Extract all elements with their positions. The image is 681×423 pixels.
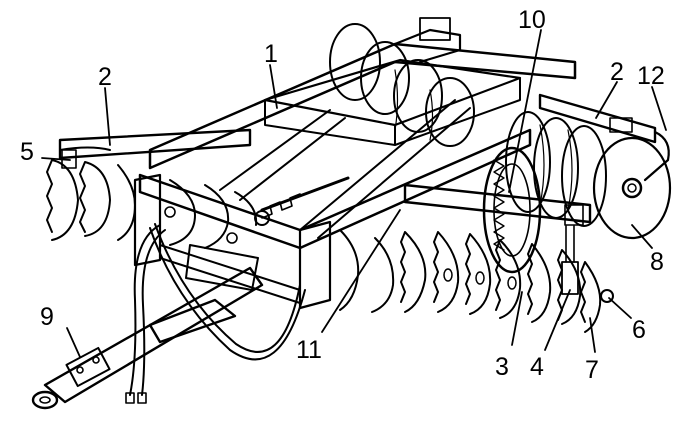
frame-lower-bar [159, 244, 301, 304]
hydraulic-hose [129, 224, 161, 396]
callout-5: 5 [20, 138, 34, 166]
spool-nut [600, 289, 614, 303]
leader-line-7 [589, 317, 596, 353]
left-disc-gang [46, 128, 258, 249]
left-gang-beam [58, 128, 252, 160]
hydraulic-hose [141, 229, 166, 396]
cylinder-body [260, 176, 350, 212]
bearing-hanger [565, 225, 575, 263]
frame-inner-sides [264, 77, 521, 146]
front-beam-bracket [564, 204, 584, 226]
disc-hub [475, 271, 485, 285]
hitch-eye-hole [39, 396, 51, 404]
leader-line-1 [269, 64, 278, 109]
front-disc [465, 233, 492, 315]
leader-line-11 [321, 209, 401, 333]
rear-disc [393, 59, 443, 133]
front-disc [433, 231, 460, 313]
rear-disc-gang [329, 23, 475, 147]
hitch-eye [31, 390, 59, 410]
hydraulic-cylinder [254, 176, 350, 226]
frame-upright [133, 173, 162, 267]
front-disc [371, 237, 395, 313]
gang-disc [561, 125, 607, 227]
drawbar-brace [148, 298, 237, 344]
hydraulic-hose [154, 223, 301, 353]
disc-shading [539, 124, 573, 211]
leader-line-6 [608, 297, 632, 319]
leader-line-8 [631, 224, 653, 249]
leader-line-12 [651, 86, 667, 131]
leader-line-3 [511, 291, 523, 346]
front-disc [495, 239, 522, 319]
rear-disc [360, 41, 410, 115]
front-disc [527, 243, 552, 323]
callout-2-left: 2 [98, 63, 112, 91]
scraper-bar [643, 130, 670, 182]
front-disc [400, 231, 427, 313]
jack-pin [92, 356, 100, 364]
disc-bolt [164, 206, 176, 218]
rear-bracket [419, 17, 451, 41]
leader-line-2b [595, 81, 618, 119]
rear-disc [329, 23, 381, 101]
end-disc [592, 136, 672, 240]
callout-9: 9 [40, 303, 54, 331]
callout-11: 11 [296, 336, 322, 364]
left-disc [169, 179, 258, 249]
right-beam-bracket [609, 117, 633, 133]
disc-hub-center [627, 183, 637, 193]
gang-disc [505, 111, 551, 213]
hitch [31, 223, 306, 410]
hydraulic-hose [149, 227, 306, 361]
disc-hub [443, 268, 453, 282]
callout-4: 4 [530, 353, 544, 381]
cylinder-spring [261, 193, 301, 219]
bearing-housing [561, 261, 579, 295]
front-disc-gang [339, 183, 614, 333]
left-disc [46, 159, 79, 241]
frame-upright [298, 220, 332, 310]
disc-hub [507, 276, 517, 290]
drawbar [43, 266, 264, 404]
leader-line-5 [41, 157, 71, 161]
callout-8: 8 [650, 248, 664, 276]
front-disc [557, 249, 582, 325]
left-disc [117, 164, 136, 241]
callout-12: 12 [637, 62, 665, 90]
hitch-plate [185, 244, 259, 291]
tire-tread [493, 159, 505, 251]
leader-line-9 [66, 327, 81, 358]
callout-1: 1 [264, 40, 278, 68]
cylinder-eye [254, 210, 270, 226]
callout-6: 6 [632, 316, 646, 344]
jack-bracket [65, 346, 111, 388]
disc-bolt [226, 232, 238, 244]
disc-hub [621, 177, 643, 199]
callout-2-right: 2 [610, 58, 624, 86]
leader-line-2a [104, 87, 111, 146]
jack-pin [76, 366, 84, 374]
front-gang-beam [403, 183, 592, 224]
leader-lines [41, 29, 667, 358]
leader-line-4 [544, 289, 571, 351]
rear-disc [425, 77, 475, 147]
callout-10: 10 [518, 6, 546, 34]
callout-7: 7 [585, 356, 599, 384]
frame-braces [219, 99, 471, 239]
hose-coupler [125, 392, 135, 404]
frame-rear-beam [393, 28, 462, 64]
leader-line-10 [508, 29, 542, 193]
right-gang-beam [538, 93, 657, 144]
main-frame [133, 17, 577, 310]
callout-3: 3 [495, 353, 509, 381]
left-disc [79, 161, 111, 237]
hose-coupler [137, 392, 147, 404]
